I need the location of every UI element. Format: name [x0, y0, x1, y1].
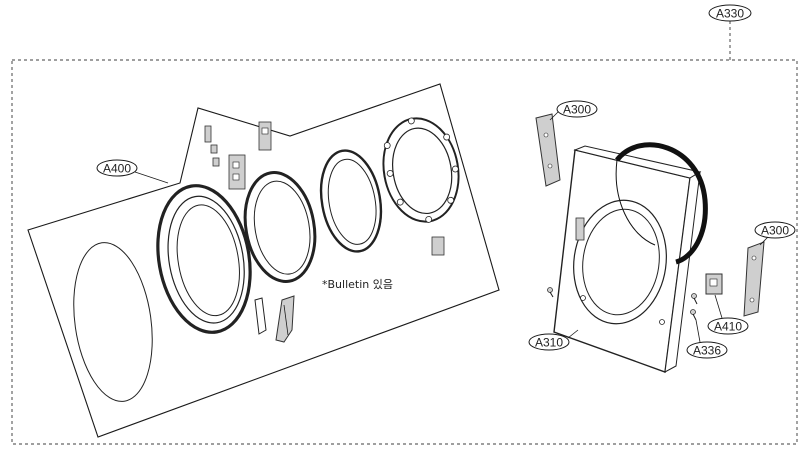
door-gasket-ring-part	[319, 149, 383, 253]
door-glass-part	[73, 242, 153, 402]
callout-a300-top-label: A300	[563, 103, 591, 117]
callout-a300-right-label: A300	[761, 224, 789, 238]
callout-a300-right: A300	[754, 221, 796, 246]
callout-a410-label: A410	[714, 320, 742, 334]
callout-a330-label: A330	[716, 7, 744, 21]
callout-a310: A310	[528, 329, 579, 351]
hinge-right-part	[743, 241, 765, 317]
callout-a410: A410	[707, 294, 749, 335]
assembly-boundary	[11, 59, 798, 445]
hinge-top-part	[535, 113, 561, 187]
callout-a400: A400	[96, 159, 169, 184]
door-handle-parts	[254, 295, 295, 343]
callout-a300-top: A300	[549, 100, 598, 121]
callout-a336-label: A336	[693, 344, 721, 358]
door-inner-ring-part	[243, 171, 317, 283]
door-hinge-ring-part	[382, 117, 460, 223]
callout-a330: A330	[708, 4, 752, 22]
door-outer-ring-part	[156, 184, 252, 334]
callout-a310-label: A310	[535, 336, 563, 350]
callout-a336: A336	[686, 319, 728, 359]
frame-gasket-inner-edge	[615, 159, 656, 246]
bulletin-note: *Bulletin 있음	[322, 278, 393, 291]
callout-a400-label: A400	[103, 162, 131, 176]
hinge-small-parts	[204, 121, 445, 256]
screw-parts	[547, 287, 698, 321]
frame-gasket-part	[615, 142, 708, 265]
door-group-outline	[27, 83, 500, 438]
latch-part	[705, 273, 723, 295]
